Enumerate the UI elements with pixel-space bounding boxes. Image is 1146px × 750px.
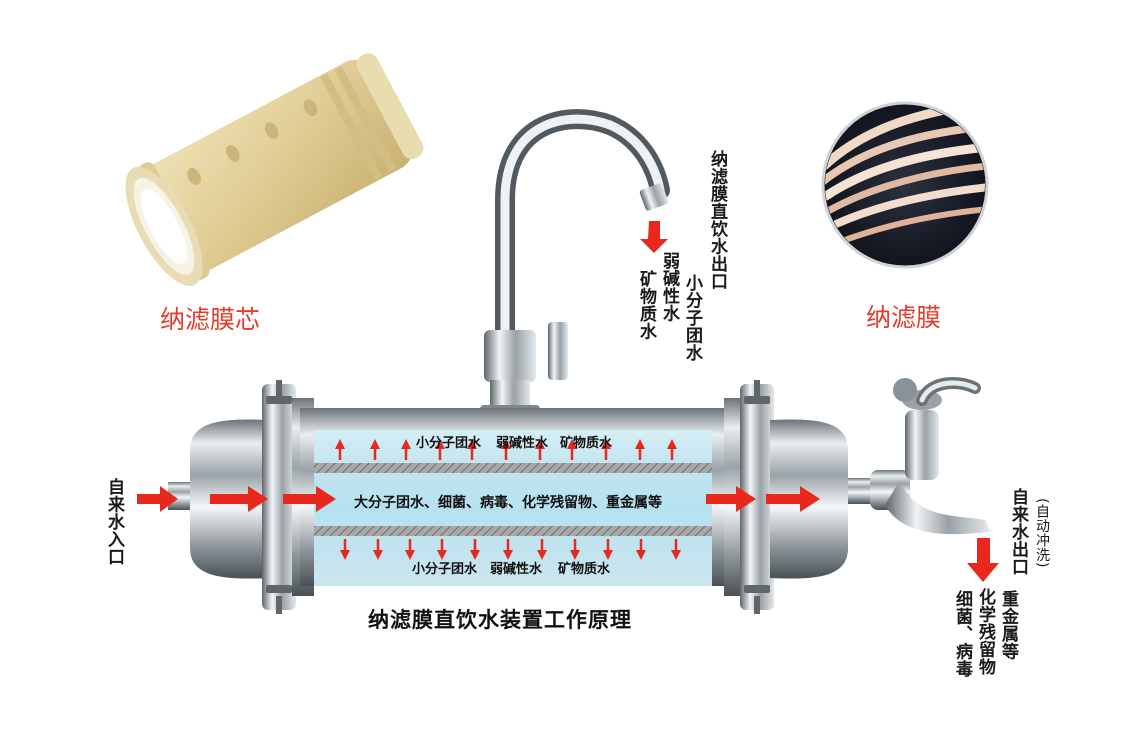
faucet-mineral-label: 矿物质水 xyxy=(636,270,656,340)
faucet-outflow-arrow xyxy=(640,221,668,253)
water-channel xyxy=(314,430,712,586)
inlet-arrow xyxy=(137,486,178,512)
core-caption: 纳滤膜芯 xyxy=(160,305,261,334)
bottom-membrane-strip xyxy=(314,526,712,536)
auto-flush-label: (自动冲洗) xyxy=(1034,498,1050,568)
faucet-weak-alkaline-label: 弱碱性水 xyxy=(659,252,679,322)
membrane-closeup-image xyxy=(821,101,989,269)
inlet-label: 自来水入口 xyxy=(104,478,124,566)
pipe-bottom-small-cluster: 小分子团水 xyxy=(412,562,478,577)
pipe-bottom-mineral: 矿物质水 xyxy=(558,562,611,577)
downward-permeate-arrows xyxy=(340,539,681,560)
pipe-bottom-weak-alkaline: 弱碱性水 xyxy=(490,562,543,577)
top-membrane-strip xyxy=(314,463,712,473)
housing-outlet-arrow xyxy=(766,486,820,512)
housing-inlet-arrow xyxy=(210,486,268,512)
pipe-top-mineral: 矿物质水 xyxy=(560,436,613,451)
pipe-top-small-cluster: 小分子团水 xyxy=(416,436,482,451)
upward-permeate-arrows xyxy=(335,439,677,460)
diagram-title: 纳滤膜直饮水装置工作原理 xyxy=(368,608,632,632)
pipe-middle-label: 大分子团水、细菌、病毒、化学残留物、重金属等 xyxy=(354,495,662,511)
reject-bacteria-label: 细菌、病毒 xyxy=(952,590,972,678)
flush-tap-image xyxy=(838,377,990,535)
channel-inlet-arrow xyxy=(283,486,336,512)
drinking-faucet-image xyxy=(480,109,670,417)
membrane-cartridge-image xyxy=(125,53,424,286)
channel-outlet-arrow xyxy=(706,486,756,512)
tap-outflow-arrow xyxy=(967,538,999,582)
reject-heavy-metals-label: 重金属等 xyxy=(998,590,1018,660)
reject-chemicals-label: 化学残留物 xyxy=(975,588,995,676)
outlet-label: 自来水出口 xyxy=(1008,488,1028,576)
faucet-outlet-label: 纳滤膜直饮水出口 xyxy=(707,150,727,290)
main-flow-arrows xyxy=(137,221,999,582)
faucet-small-cluster-label: 小分子团水 xyxy=(682,274,702,362)
membrane-caption: 纳滤膜 xyxy=(866,303,942,332)
pipe-top-weak-alkaline: 弱碱性水 xyxy=(496,436,549,451)
